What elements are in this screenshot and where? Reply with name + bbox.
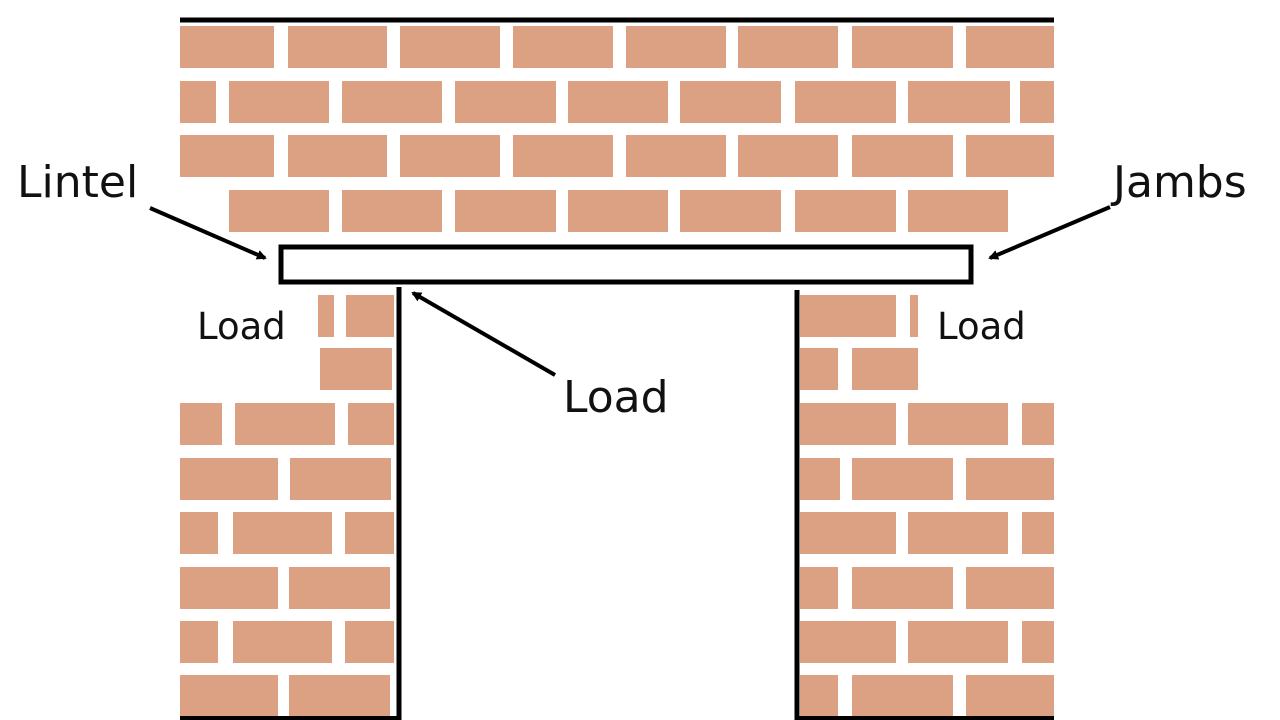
brick [910,295,918,337]
brick [966,26,1054,68]
brick [852,135,953,177]
load-center-label: Load [563,372,669,423]
brick [180,458,278,500]
brick [852,458,953,500]
brick [795,81,896,123]
jambs-arrow-icon [988,205,1111,260]
brick [229,81,329,123]
brick [1022,621,1054,663]
lintel-arrow-icon [149,206,267,260]
brick [966,567,1054,609]
brick [852,567,953,609]
lintel-label: Lintel [17,157,138,208]
brick [800,295,896,337]
brick-wall [180,26,1054,716]
brick [180,81,216,123]
brick [233,512,332,554]
brick [348,403,394,445]
brick [342,81,442,123]
brick [852,675,953,716]
brick [852,26,953,68]
brick [180,512,218,554]
brick [289,567,390,609]
brick [229,190,329,232]
brick [455,190,556,232]
brick [800,512,896,554]
brick [513,26,613,68]
brick [680,190,781,232]
brick [966,675,1054,716]
brick [1022,512,1054,554]
brick [180,675,278,716]
brick [346,295,394,337]
brick [288,135,387,177]
brick [180,135,274,177]
brick [342,190,442,232]
brick [400,135,500,177]
brick [180,26,274,68]
brick [908,81,1010,123]
brick [966,458,1054,500]
brick [568,81,668,123]
brick [1020,81,1054,123]
jambs-label: Jambs [1110,157,1247,208]
brick [800,621,896,663]
brick [795,190,896,232]
brick [908,403,1008,445]
brick [966,135,1054,177]
load-left-label: Load [197,305,286,348]
brick [800,675,838,716]
brick [289,675,390,716]
brick [400,26,500,68]
brick [800,403,896,445]
brick [318,295,334,337]
brick [233,621,332,663]
brick [180,403,222,445]
brick [235,403,335,445]
brick [320,348,392,390]
brick [568,190,668,232]
brick [626,26,726,68]
brick [345,621,394,663]
brick [1022,403,1054,445]
brick [852,348,918,390]
brick [626,135,726,177]
brick [908,621,1008,663]
brick [908,512,1008,554]
brick [455,81,556,123]
load-right-label: Load [937,305,1026,348]
brick [345,512,394,554]
brick [513,135,613,177]
brick [290,458,391,500]
brick [738,26,838,68]
brick [180,621,218,663]
brick [908,190,1008,232]
brick [288,26,387,68]
brick [180,567,278,609]
brick [800,567,838,609]
lintel-beam [278,244,974,285]
brick [680,81,781,123]
brick [738,135,838,177]
brick [800,348,838,390]
load-arrow-icon [411,291,557,377]
brick [800,458,840,500]
